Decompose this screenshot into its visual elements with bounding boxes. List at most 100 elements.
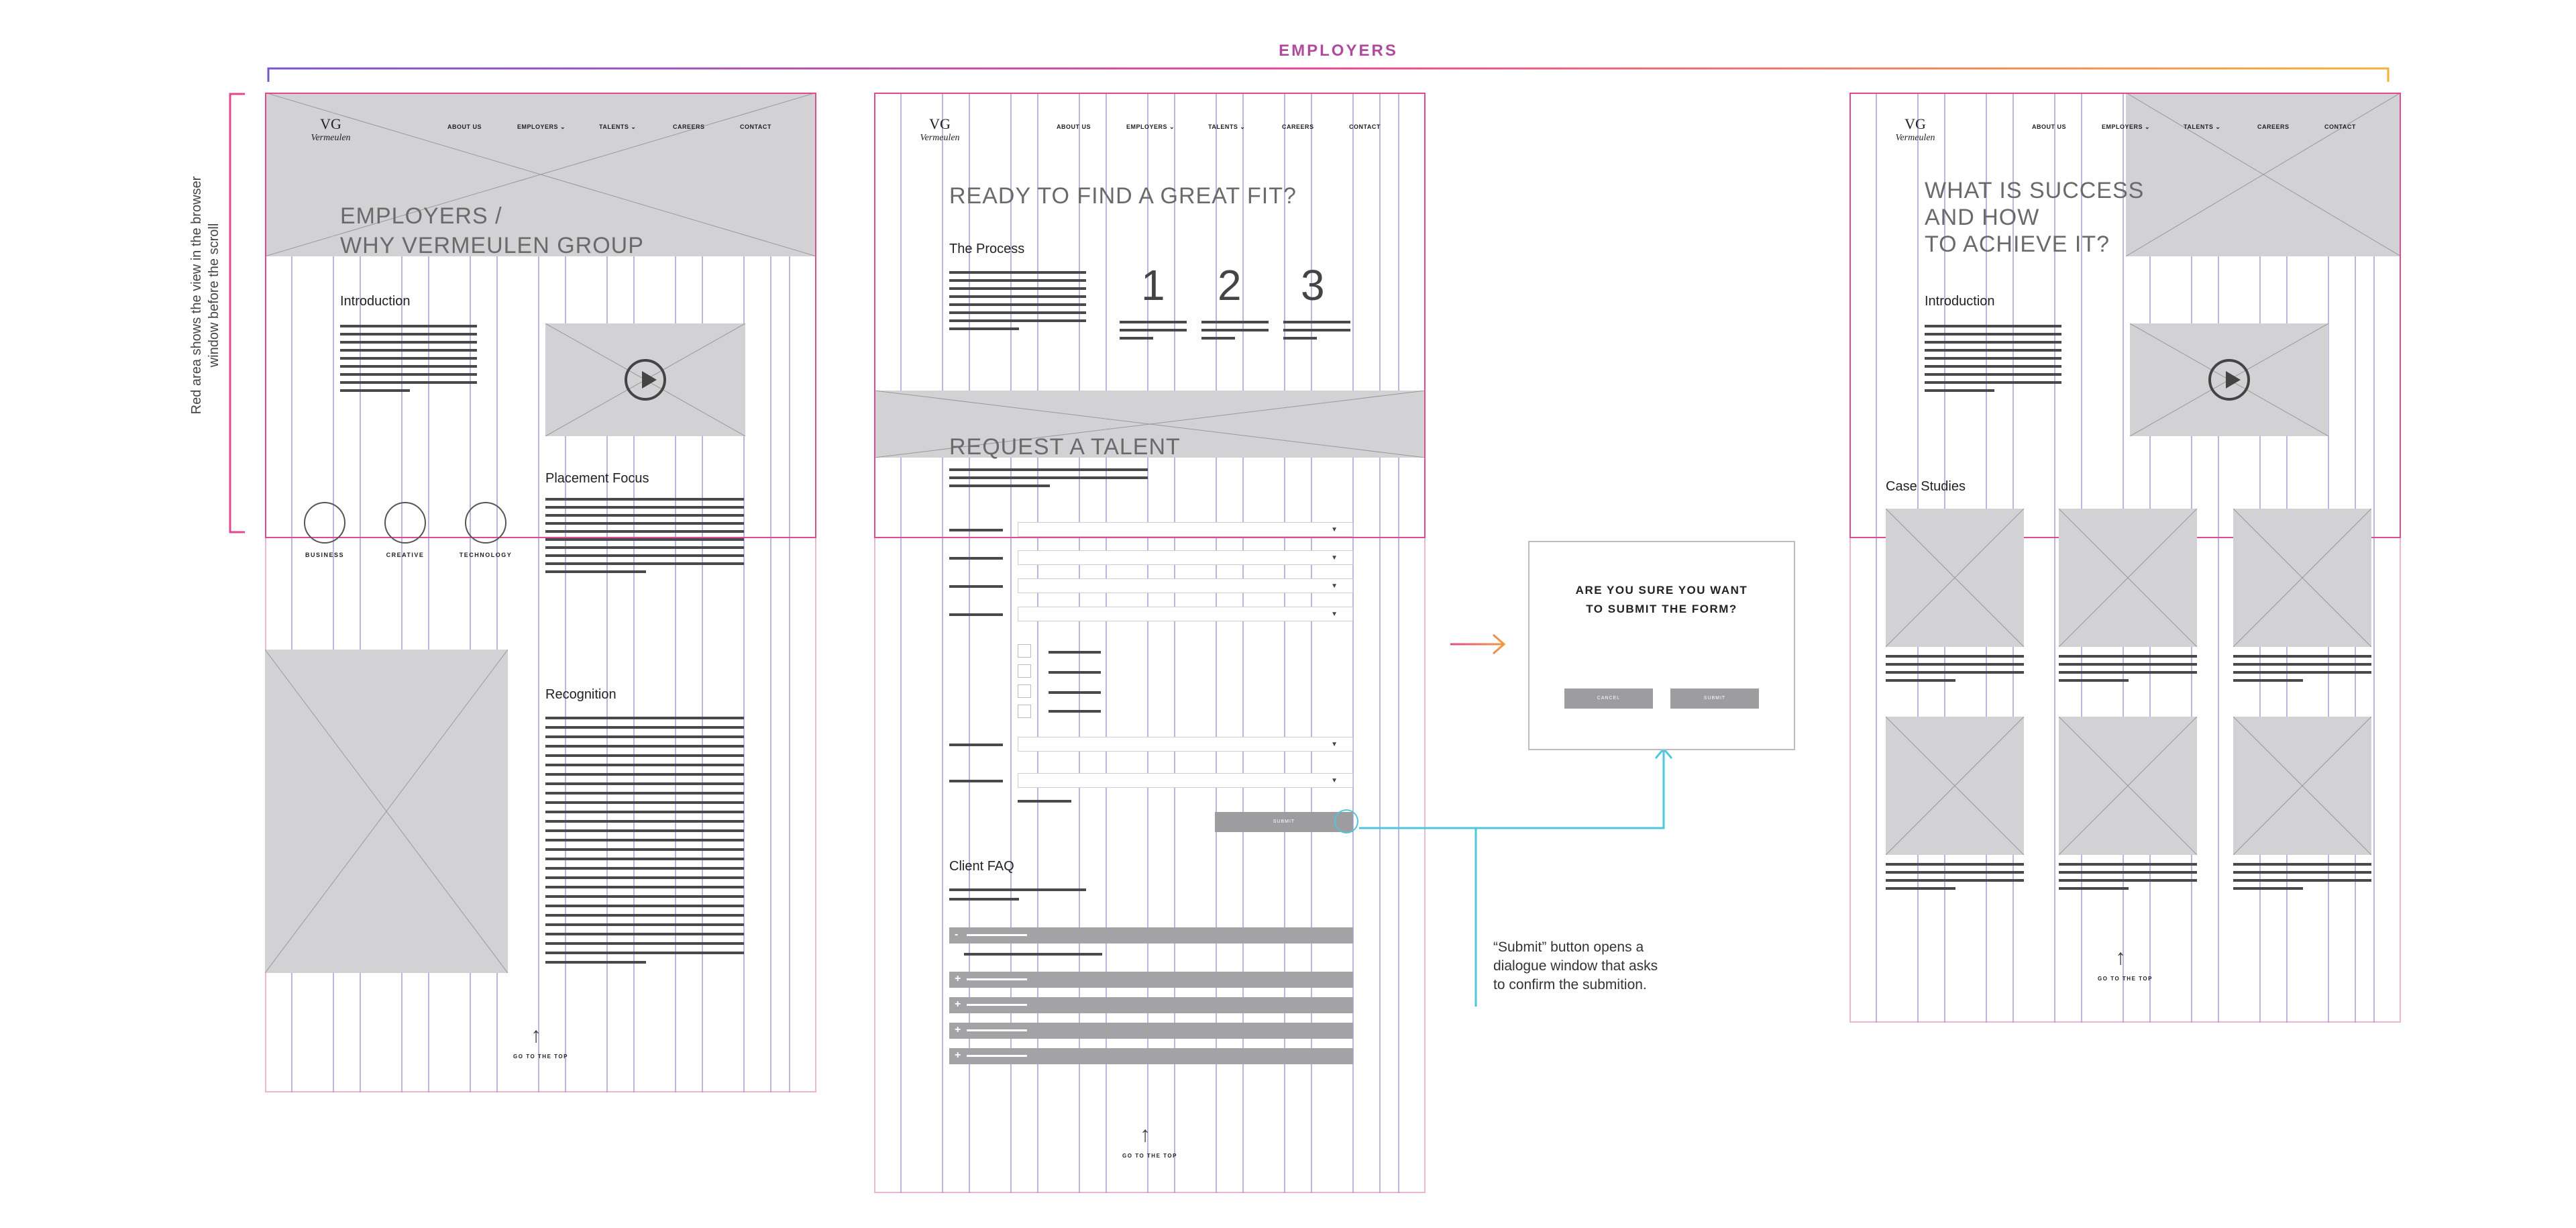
page3-title-line3: TO ACHIEVE IT?: [1925, 232, 2110, 257]
nav-careers[interactable]: CAREERS: [1282, 123, 1314, 130]
plus-icon: +: [955, 1024, 961, 1035]
viewport-note-line2: window before the scroll: [207, 223, 221, 368]
viewport-note-line1: Red area shows the view in the browser: [189, 176, 204, 415]
page3-wireframe: VG Vermeulen ABOUT US EMPLOYERS ⌄ TALENT…: [1849, 93, 2401, 1023]
case-study-card[interactable]: [1886, 509, 2024, 647]
annotation-line1: “Submit” button opens a: [1493, 939, 1644, 955]
form-select-2[interactable]: ▼: [1018, 550, 1353, 565]
form-select-6[interactable]: ▼: [1018, 773, 1353, 788]
play-icon[interactable]: [625, 359, 666, 401]
dialog-line2: TO SUBMIT THE FORM?: [1586, 603, 1737, 615]
minus-icon: -: [955, 929, 959, 940]
page2-go-top[interactable]: GO TO THE TOP: [1122, 1153, 1177, 1159]
page2-request-heading: REQUEST A TALENT: [949, 434, 1181, 460]
faq-item-open[interactable]: -: [949, 927, 1353, 943]
nav-contact[interactable]: CONTACT: [2324, 123, 2356, 130]
confirm-dialog: ARE YOU SURE YOU WANT TO SUBMIT THE FORM…: [1528, 541, 1795, 750]
page2-faq-heading: Client FAQ: [949, 859, 1014, 874]
chevron-down-icon: ▼: [1331, 526, 1338, 533]
nav-talents[interactable]: TALENTS ⌄: [599, 123, 637, 130]
page1-top-arrow-icon[interactable]: ↑: [531, 1023, 541, 1047]
checkbox-1[interactable]: [1018, 644, 1031, 658]
logo[interactable]: VG Vermeulen: [913, 115, 967, 144]
business-circle[interactable]: [304, 502, 345, 544]
case-study-card[interactable]: [1886, 717, 2024, 855]
faq-item-3[interactable]: +: [949, 997, 1353, 1013]
page1-recognition-heading: Recognition: [545, 687, 616, 702]
chevron-down-icon: ▼: [1331, 554, 1338, 562]
technology-label: TECHNOLOGY: [459, 552, 513, 558]
nav-careers[interactable]: CAREERS: [2257, 123, 2290, 130]
page2-submit-button[interactable]: SUBMIT: [1215, 812, 1353, 832]
page2-viewport-area: [874, 93, 1426, 538]
nav-employers[interactable]: EMPLOYERS ⌄: [2102, 123, 2151, 130]
logo-script: Vermeulen: [920, 133, 960, 143]
plus-icon: +: [955, 999, 961, 1010]
creative-label: CREATIVE: [386, 552, 425, 558]
logo-script: Vermeulen: [311, 133, 351, 143]
dialog-submit-button[interactable]: SUBMIT: [1670, 688, 1759, 709]
dialog-line1: ARE YOU SURE YOU WANT: [1575, 584, 1748, 597]
form-select-4[interactable]: ▼: [1018, 607, 1353, 621]
viewport-bracket: [229, 93, 245, 533]
step-1-number: 1: [1141, 261, 1165, 309]
play-icon[interactable]: [2208, 359, 2250, 401]
page3-video-placeholder[interactable]: [2130, 323, 2328, 436]
form-select-1[interactable]: ▼: [1018, 522, 1353, 537]
logo-mark: VG: [929, 115, 951, 132]
chevron-down-icon: ▼: [1331, 582, 1338, 590]
faq-item-2[interactable]: +: [949, 972, 1353, 988]
case-study-card[interactable]: [2059, 509, 2197, 647]
nav-contact[interactable]: CONTACT: [1349, 123, 1381, 130]
faq-item-5[interactable]: +: [949, 1048, 1353, 1064]
creative-circle[interactable]: [384, 502, 426, 544]
page3-intro-heading: Introduction: [1925, 294, 1995, 309]
nav-about[interactable]: ABOUT US: [2032, 123, 2066, 130]
case-study-card[interactable]: [2059, 717, 2197, 855]
form-select-5[interactable]: ▼: [1018, 737, 1353, 752]
logo[interactable]: VG Vermeulen: [1888, 115, 1942, 144]
page2-top-arrow-icon[interactable]: ↑: [1140, 1122, 1150, 1146]
page1-viewport-area: [265, 93, 816, 538]
form-select-3[interactable]: ▼: [1018, 578, 1353, 593]
submit-hotspot: [1334, 809, 1358, 833]
page1-video-placeholder[interactable]: [545, 323, 745, 436]
dialog-cancel-button[interactable]: CANCEL: [1564, 688, 1653, 709]
technology-circle[interactable]: [465, 502, 506, 544]
checkbox-2[interactable]: [1018, 664, 1031, 678]
nav-employers[interactable]: EMPLOYERS ⌄: [517, 123, 566, 130]
business-label: BUSINESS: [305, 552, 344, 558]
hero-image-placeholder: [265, 93, 816, 256]
nav-talents[interactable]: TALENTS ⌄: [1208, 123, 1246, 130]
plus-icon: +: [955, 973, 961, 984]
case-study-card[interactable]: [2233, 717, 2371, 855]
page1-go-top[interactable]: GO TO THE TOP: [513, 1054, 568, 1060]
nav-about[interactable]: ABOUT US: [447, 123, 482, 130]
page3-go-top[interactable]: GO TO THE TOP: [2098, 976, 2153, 982]
page3-viewport-area: [1849, 93, 2401, 538]
annotation-line3: to confirm the submition.: [1493, 977, 1647, 992]
faq-item-4[interactable]: +: [949, 1023, 1353, 1039]
page1-placement-heading: Placement Focus: [545, 471, 649, 486]
step-2-number: 2: [1218, 261, 1242, 309]
chevron-down-icon: ▼: [1331, 777, 1338, 784]
nav-talents[interactable]: TALENTS ⌄: [2184, 123, 2221, 130]
nav-employers[interactable]: EMPLOYERS ⌄: [1126, 123, 1175, 130]
nav-about[interactable]: ABOUT US: [1057, 123, 1091, 130]
page2-process-heading: The Process: [949, 242, 1025, 256]
nav-careers[interactable]: CAREERS: [673, 123, 705, 130]
checkbox-3[interactable]: [1018, 684, 1031, 698]
page2-grid: [900, 93, 1399, 1193]
page3-title-line2: AND HOW: [1925, 205, 2040, 230]
logo[interactable]: VG Vermeulen: [304, 115, 358, 144]
case-study-card[interactable]: [2233, 509, 2371, 647]
checkbox-4[interactable]: [1018, 705, 1031, 718]
nav-contact[interactable]: CONTACT: [740, 123, 771, 130]
page3-top-arrow-icon[interactable]: ↑: [2115, 945, 2126, 969]
plus-icon: +: [955, 1050, 961, 1061]
page1-title-line1: EMPLOYERS /: [340, 203, 502, 229]
annotation-line2: dialogue window that asks: [1493, 958, 1658, 974]
logo-script: Vermeulen: [1895, 133, 1935, 143]
logo-mark: VG: [320, 115, 341, 132]
page3-case-heading: Case Studies: [1886, 479, 1966, 494]
